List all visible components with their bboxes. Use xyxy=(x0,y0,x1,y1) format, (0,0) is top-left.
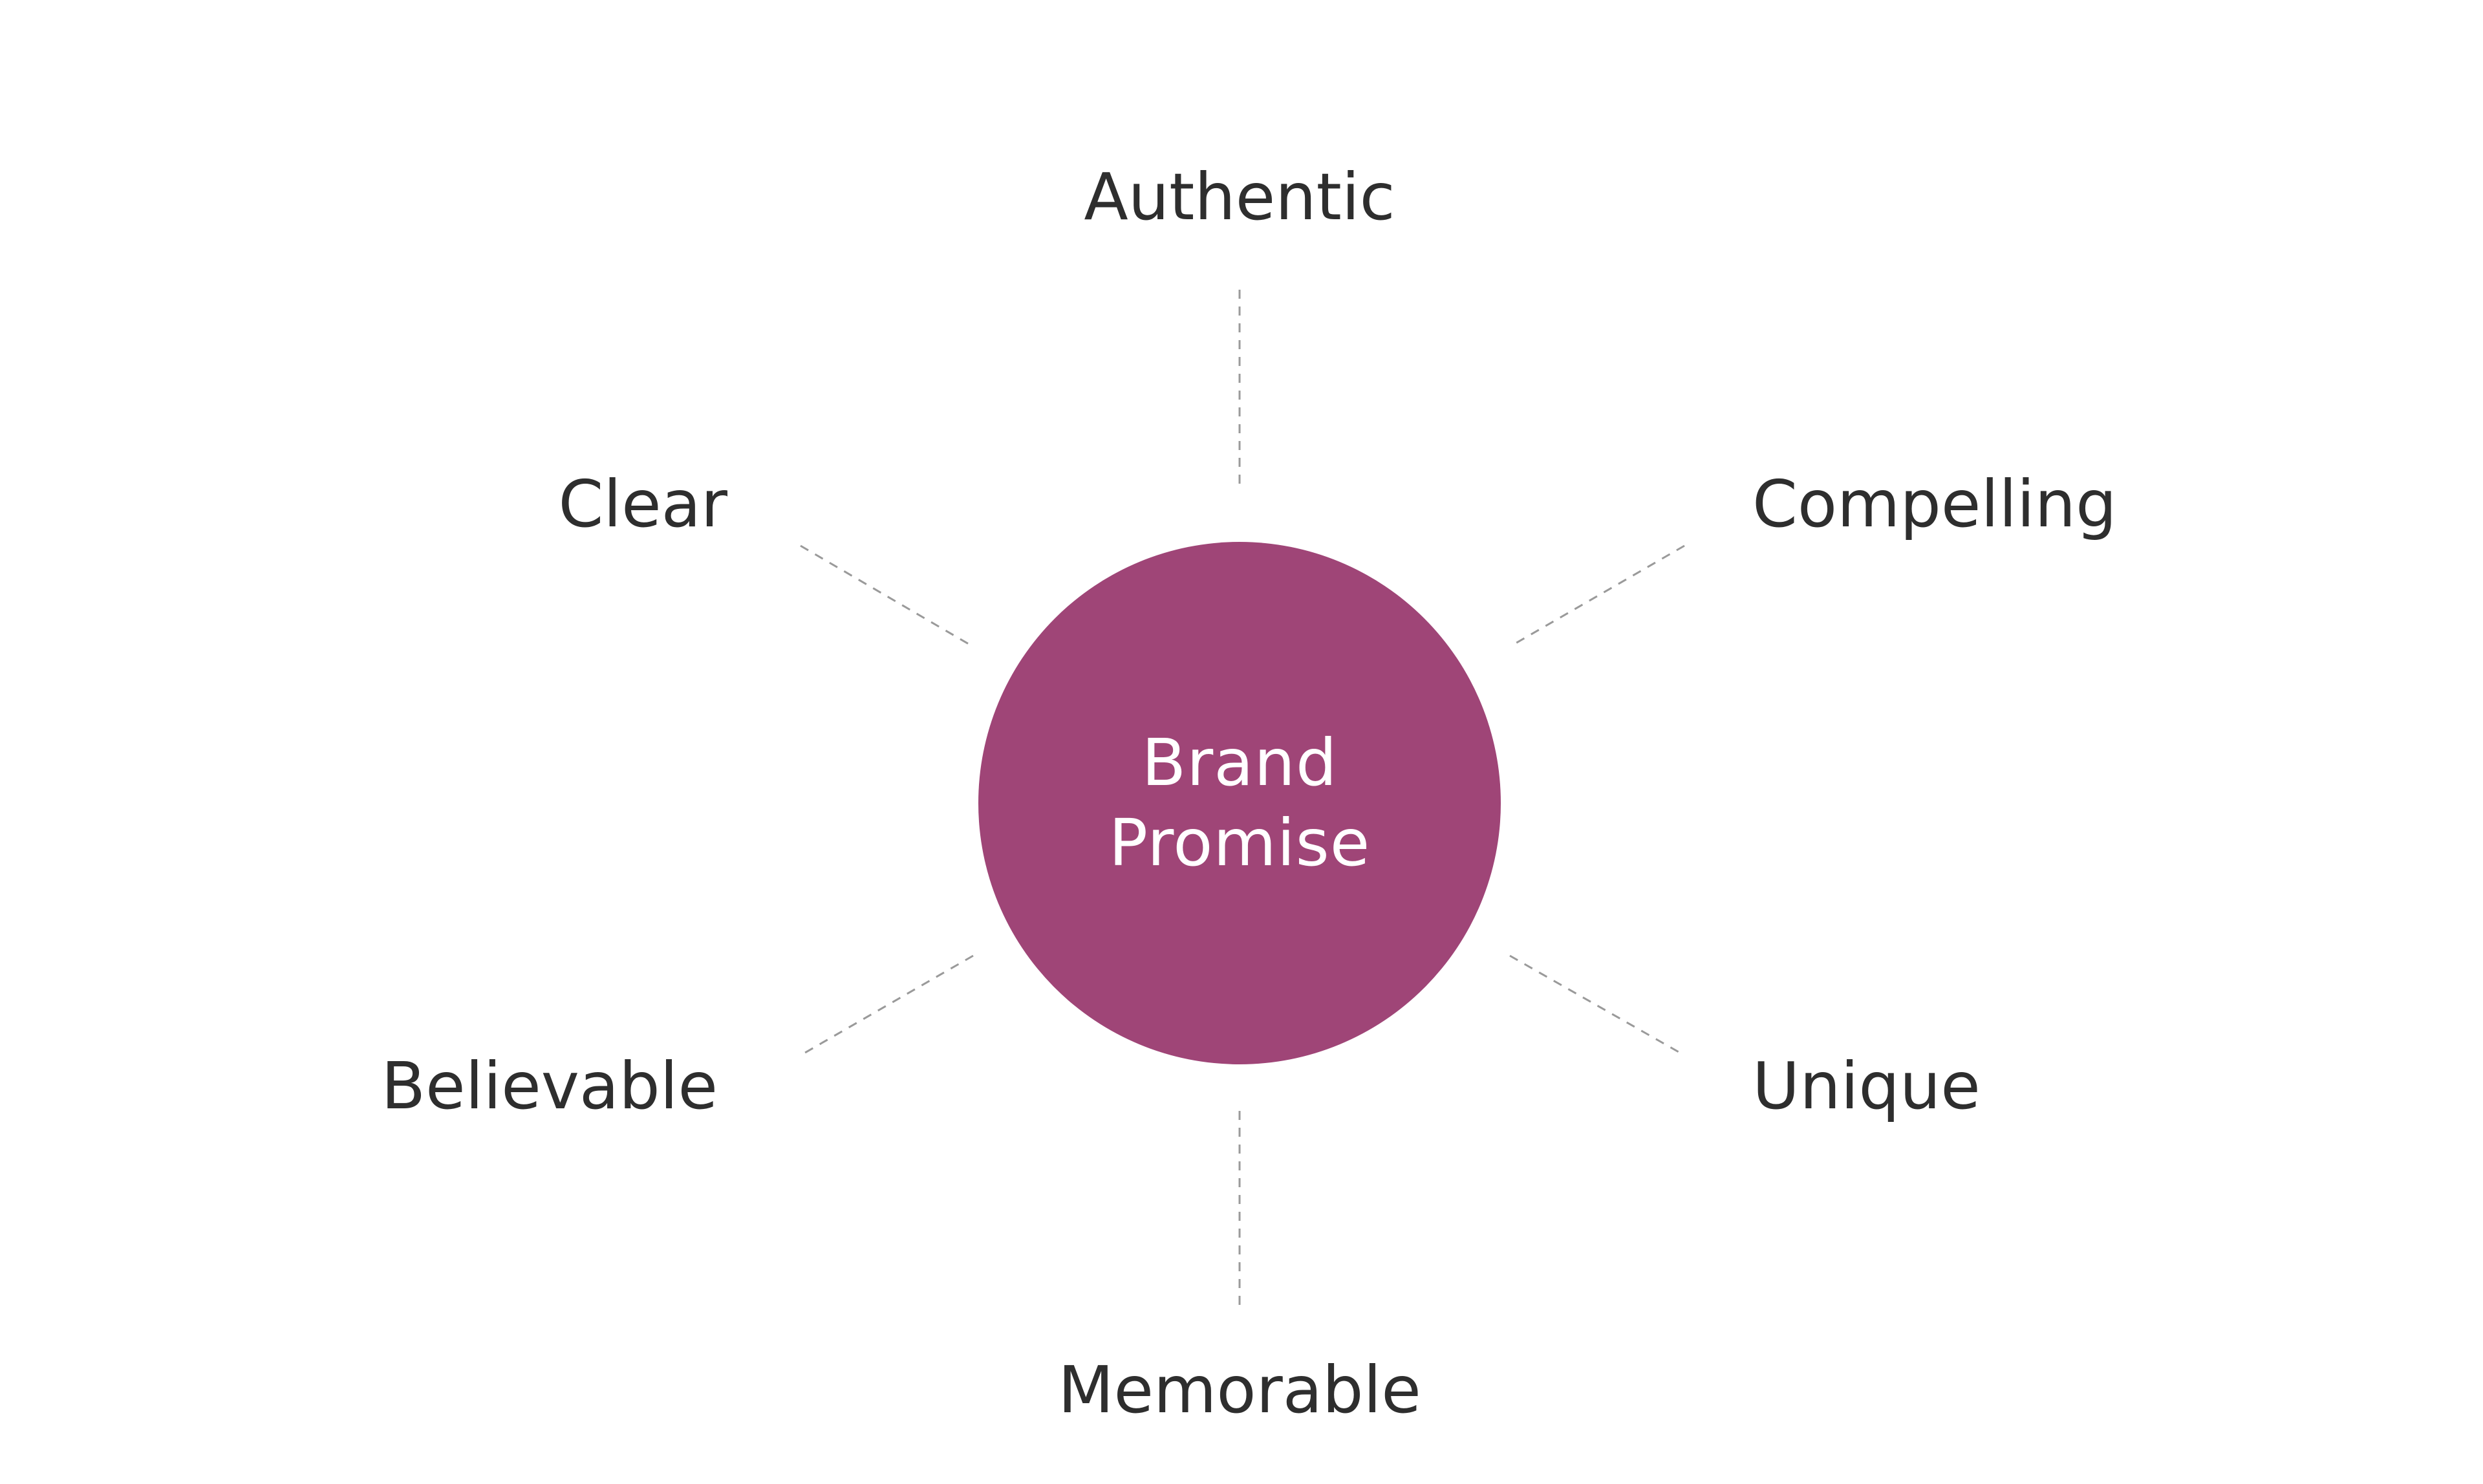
connector-lower-left xyxy=(800,954,974,1057)
connector-upper-right xyxy=(1509,544,1685,648)
center-label-line2: Promise xyxy=(1108,805,1371,881)
attribute-unique: Unique xyxy=(1752,1048,1981,1124)
brand-promise-circle: Brand Promise xyxy=(978,542,1501,1064)
center-label-line1: Brand xyxy=(1141,725,1338,801)
attribute-authentic: Authentic xyxy=(1084,159,1395,235)
attribute-compelling: Compelling xyxy=(1752,466,2117,542)
attribute-clear: Clear xyxy=(558,466,727,542)
connector-lower-right xyxy=(1509,954,1685,1057)
attribute-memorable: Memorable xyxy=(1058,1352,1421,1428)
connector-upper-left xyxy=(800,544,974,648)
attribute-believable: Believable xyxy=(381,1048,718,1124)
